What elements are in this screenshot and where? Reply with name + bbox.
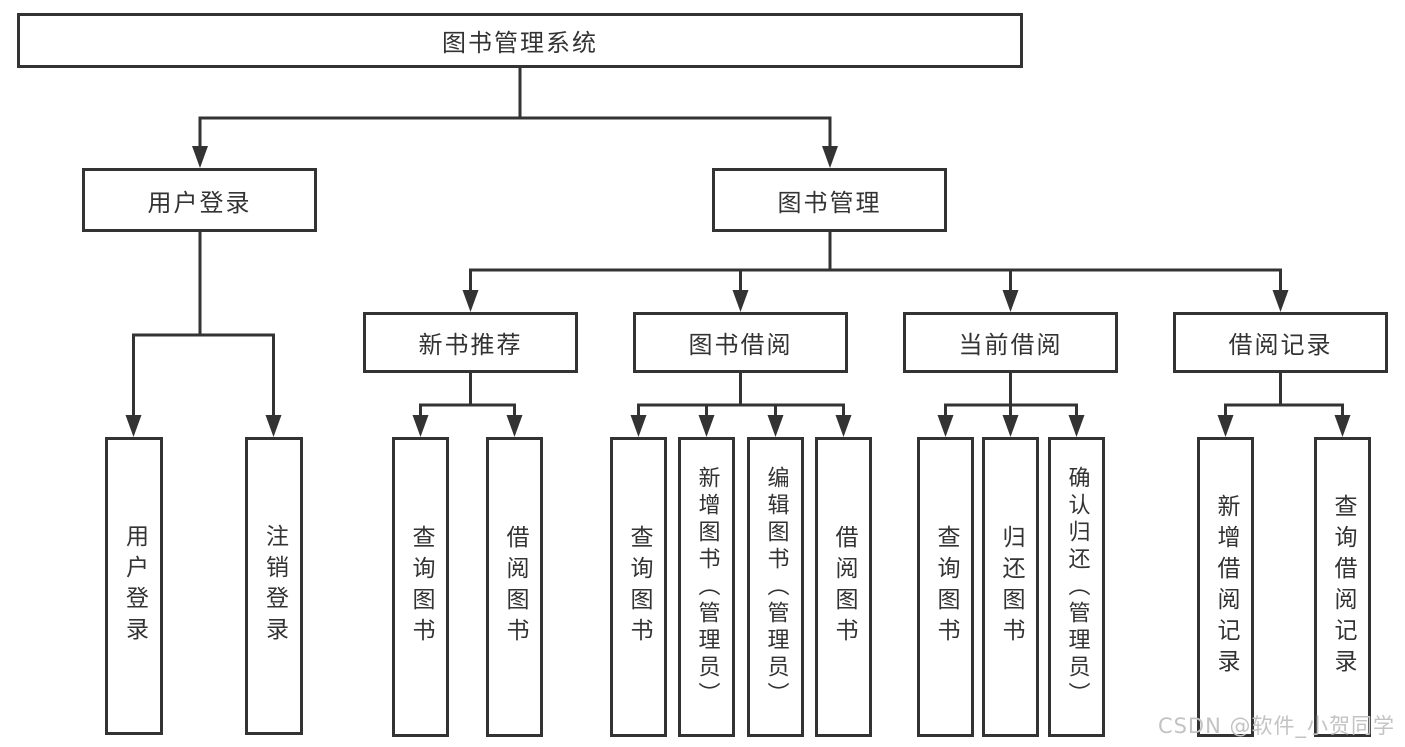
node-book-borrow: 图书借阅 [633,312,848,373]
leaf-add-borrow-record: 新增借阅记录 [1197,437,1254,737]
leaf-add-book-label: 新增图书（管理员） [694,465,720,709]
leaf-query-books-3: 查询图书 [917,437,974,737]
node-book-mgmt: 图书管理 [712,168,947,232]
connector-new-book-rec-children [412,369,523,437]
node-current-borrow: 当前借阅 [903,312,1118,373]
leaf-borrow-books-1: 借阅图书 [486,437,543,737]
node-root-system-label: 图书管理系统 [442,29,598,57]
leaf-logout-label: 注销登录 [261,524,288,648]
leaf-confirm-return: 确认归还（管理员） [1048,437,1105,737]
leaf-borrow-books-2-label: 借阅图书 [831,525,857,649]
node-root-system: 图书管理系统 [17,13,1023,68]
leaf-user-login: 用户登录 [105,437,163,735]
leaf-return-book-label: 归还图书 [998,525,1024,649]
node-book-borrow-label: 图书借阅 [688,331,793,359]
leaf-edit-book-label: 编辑图书（管理员） [763,465,789,709]
leaf-edit-book: 编辑图书（管理员） [747,437,804,737]
leaf-logout: 注销登录 [245,437,303,735]
connector-current-borrow-children [937,369,1085,437]
node-user-login-label: 用户登录 [147,188,252,217]
node-borrow-records-label: 借阅记录 [1228,331,1333,359]
connector-root-to-level2 [192,64,838,168]
connector-book-mgmt-children [462,228,1289,312]
leaf-query-books-1-label: 查询图书 [408,525,434,649]
leaf-user-login-label: 用户登录 [121,524,148,648]
leaf-add-borrow-record-label: 新增借阅记录 [1213,494,1239,680]
leaf-return-book: 归还图书 [982,437,1039,737]
node-user-login: 用户登录 [82,168,317,232]
node-borrow-records: 借阅记录 [1173,312,1388,373]
node-new-book-rec-label: 新书推荐 [418,331,523,359]
leaf-borrow-books-1-label: 借阅图书 [502,525,528,649]
leaf-query-books-3-label: 查询图书 [933,525,959,649]
connector-book-borrow-children [630,369,852,437]
leaf-confirm-return-label: 确认归还（管理员） [1064,465,1090,709]
leaf-add-book: 新增图书（管理员） [678,437,735,737]
leaf-query-borrow-record-label: 查询借阅记录 [1330,494,1356,680]
node-book-mgmt-label: 图书管理 [777,188,882,217]
leaf-borrow-books-2: 借阅图书 [815,437,872,737]
connector-borrow-records-children [1217,369,1351,437]
connector-user-login-children [125,228,282,437]
leaf-query-books-2: 查询图书 [610,437,667,737]
node-new-book-rec: 新书推荐 [363,312,578,373]
node-current-borrow-label: 当前借阅 [958,331,1063,359]
leaf-query-borrow-record: 查询借阅记录 [1314,437,1371,737]
leaf-query-books-1: 查询图书 [392,437,449,737]
leaf-query-books-2-label: 查询图书 [626,525,652,649]
csdn-watermark: CSDN @软件_小贺同学 [1157,714,1395,738]
